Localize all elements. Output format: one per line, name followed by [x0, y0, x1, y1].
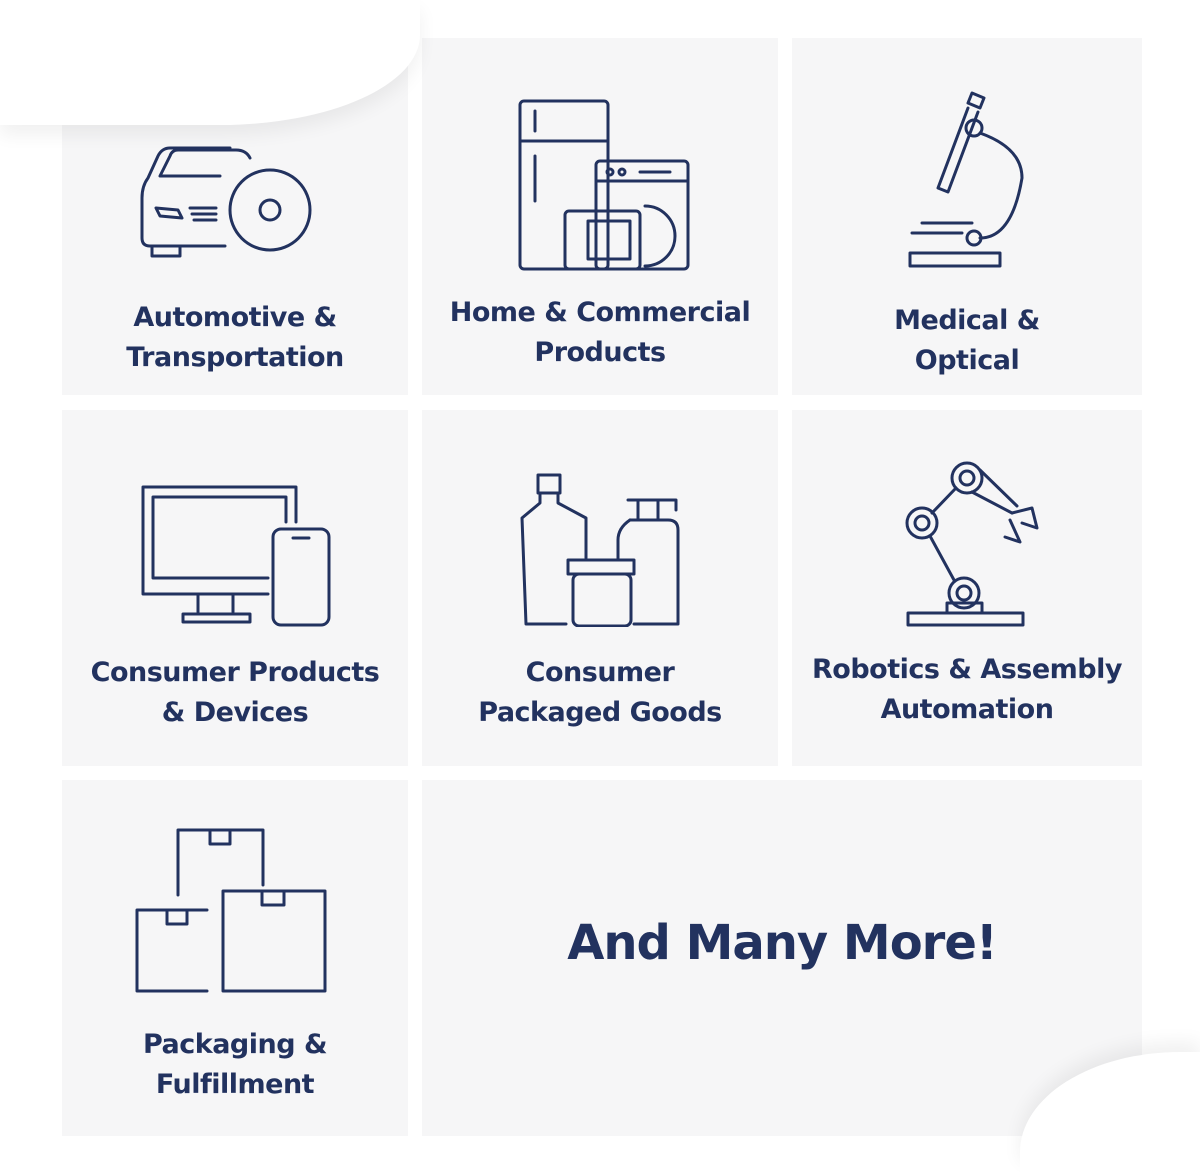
tile-consumer-devices: Consumer Products& Devices [62, 410, 408, 766]
tile-packaging: Packaging &Fulfillment [62, 780, 408, 1136]
microscope-icon [908, 91, 1024, 268]
appliances-icon [518, 99, 690, 271]
bottles-icon [520, 473, 679, 627]
many-more-text: And Many More! [567, 915, 998, 971]
car-gear-icon [140, 146, 312, 258]
tile-label: Consumer Products& Devices [90, 657, 380, 728]
tile-label: Packaging &Fulfillment [142, 1029, 328, 1100]
tile-label: Automotive &Transportation [126, 302, 344, 373]
tile-medical-optical: Medical &Optical [792, 38, 1142, 395]
tile-label: Medical &Optical [894, 305, 1040, 376]
boxes-icon [135, 828, 327, 993]
tile-many-more: And Many More! [422, 780, 1142, 1136]
robot-arm-icon [905, 461, 1039, 627]
monitor-phone-icon [141, 485, 330, 627]
